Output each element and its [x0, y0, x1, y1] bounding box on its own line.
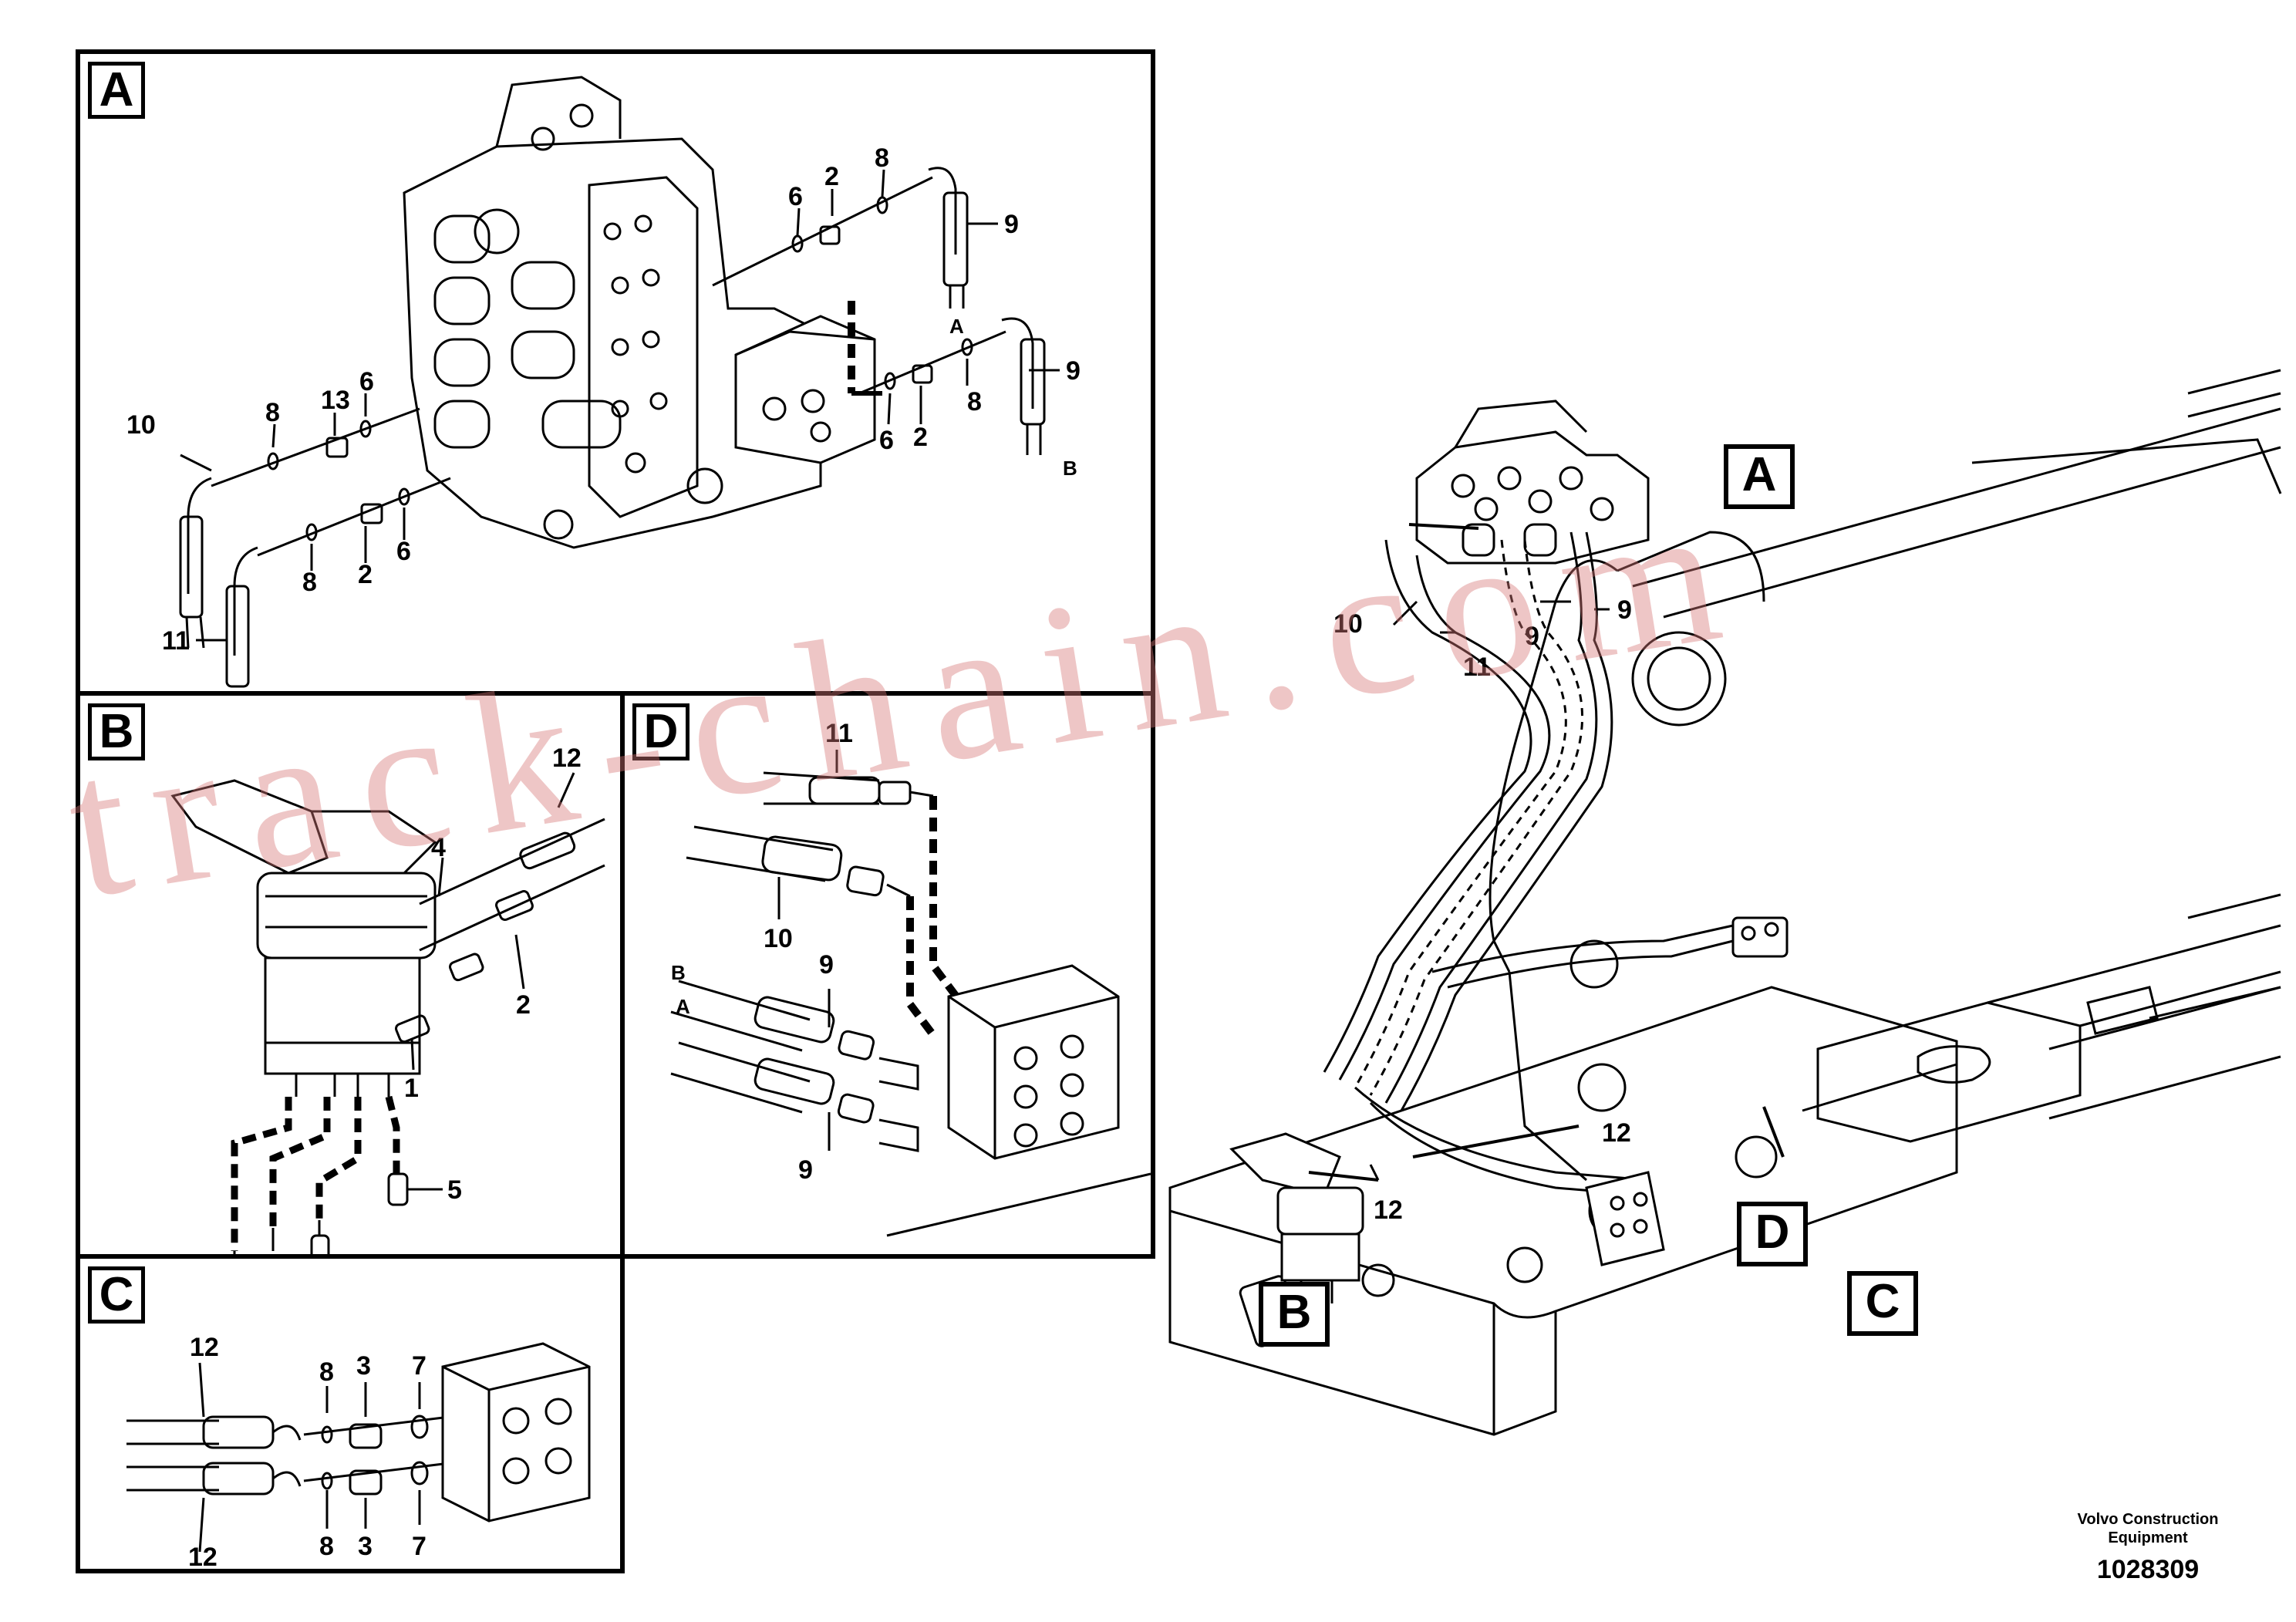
manufacturer-line2: Equipment [2108, 1529, 2188, 1546]
panel-b-labels: 12 4 2 1 5 [404, 744, 582, 1205]
item-label: 7 [412, 1532, 426, 1561]
drawing-number: 1028309 [2096, 1555, 2200, 1584]
item-label: 12 [1374, 1195, 1403, 1225]
item-label: B [671, 961, 686, 984]
manufacturer-line1: Volvo Construction [2077, 1511, 2219, 1528]
panel-c-tag: C [88, 1266, 145, 1324]
item-label: 6 [359, 367, 374, 396]
item-label: 9 [1525, 622, 1539, 651]
item-label: 2 [516, 990, 531, 1020]
item-label: 6 [879, 426, 894, 455]
item-label: 7 [412, 1351, 426, 1381]
item-label: 11 [162, 626, 190, 656]
main-view-labels: 10 11 9 9 12 12 [1333, 595, 1632, 1225]
panel-a-labels: 6 2 8 9 A 13 6 8 10 9 8 6 2 B 8 2 6 11 [126, 143, 1081, 656]
callout-d: D [1737, 1202, 1808, 1266]
item-label: 10 [1333, 609, 1363, 639]
item-label: 8 [967, 387, 982, 416]
item-label: 8 [319, 1357, 334, 1387]
item-label: 2 [358, 560, 373, 589]
item-label: 9 [1066, 356, 1081, 386]
item-label: B [1063, 457, 1077, 480]
panel-c-drawing: 12 8 3 7 7 3 8 12 [126, 1333, 591, 1569]
item-label: 9 [1004, 210, 1019, 239]
main-assembly-view: 10 11 9 9 12 12 [1168, 369, 2282, 1436]
item-label: A [949, 315, 964, 338]
item-label: 12 [188, 1543, 217, 1569]
item-label: 11 [1463, 653, 1491, 682]
panel-c-labels: 12 8 3 7 7 3 8 12 [188, 1333, 426, 1569]
callout-a: A [1724, 444, 1795, 509]
item-label: 13 [321, 386, 350, 415]
item-label: 6 [396, 537, 411, 566]
item-label: 12 [1602, 1118, 1631, 1148]
callout-b: B [1259, 1282, 1330, 1347]
item-label: 3 [356, 1351, 371, 1381]
item-label: 12 [190, 1333, 219, 1362]
item-label: 1 [404, 1074, 419, 1103]
item-label: 9 [1617, 595, 1632, 625]
item-label: 8 [302, 568, 317, 597]
item-label: 5 [447, 1175, 462, 1205]
panel-d-drawing: 11 10 9 B A 9 [670, 719, 1151, 1237]
panel-b-drawing: 12 4 2 1 5 [170, 744, 605, 1254]
detail-panel-b: B [76, 691, 625, 1259]
item-label: 9 [819, 950, 834, 980]
manufacturer-label: Volvo Construction Equipment [2063, 1510, 2233, 1547]
panel-b-tag: B [88, 703, 145, 760]
item-label: A [676, 995, 690, 1018]
item-label: 2 [824, 162, 839, 191]
item-label: 4 [431, 833, 446, 862]
item-label: 11 [825, 719, 853, 748]
detail-panel-d: D [620, 691, 1155, 1259]
item-label: 8 [875, 143, 889, 173]
panel-a-tag: A [88, 62, 145, 119]
panel-d-tag: D [632, 703, 689, 760]
item-label: 9 [798, 1155, 813, 1185]
item-label: 3 [358, 1532, 373, 1561]
item-label: 10 [764, 924, 793, 953]
detail-panel-c: C [76, 1254, 625, 1573]
item-label: 6 [788, 182, 803, 211]
item-label: 8 [319, 1532, 334, 1561]
callout-c: C [1847, 1271, 1918, 1336]
item-label: 12 [552, 744, 582, 773]
item-label: 2 [913, 423, 928, 452]
item-label: 10 [126, 410, 156, 440]
panel-a-drawing: 6 2 8 9 A 13 6 8 10 9 8 6 2 B 8 2 6 11 [126, 76, 1081, 688]
detail-panel-a: A [76, 49, 1155, 697]
item-label: 8 [265, 398, 280, 427]
panel-d-labels: 11 10 9 B A 9 [671, 719, 853, 1185]
